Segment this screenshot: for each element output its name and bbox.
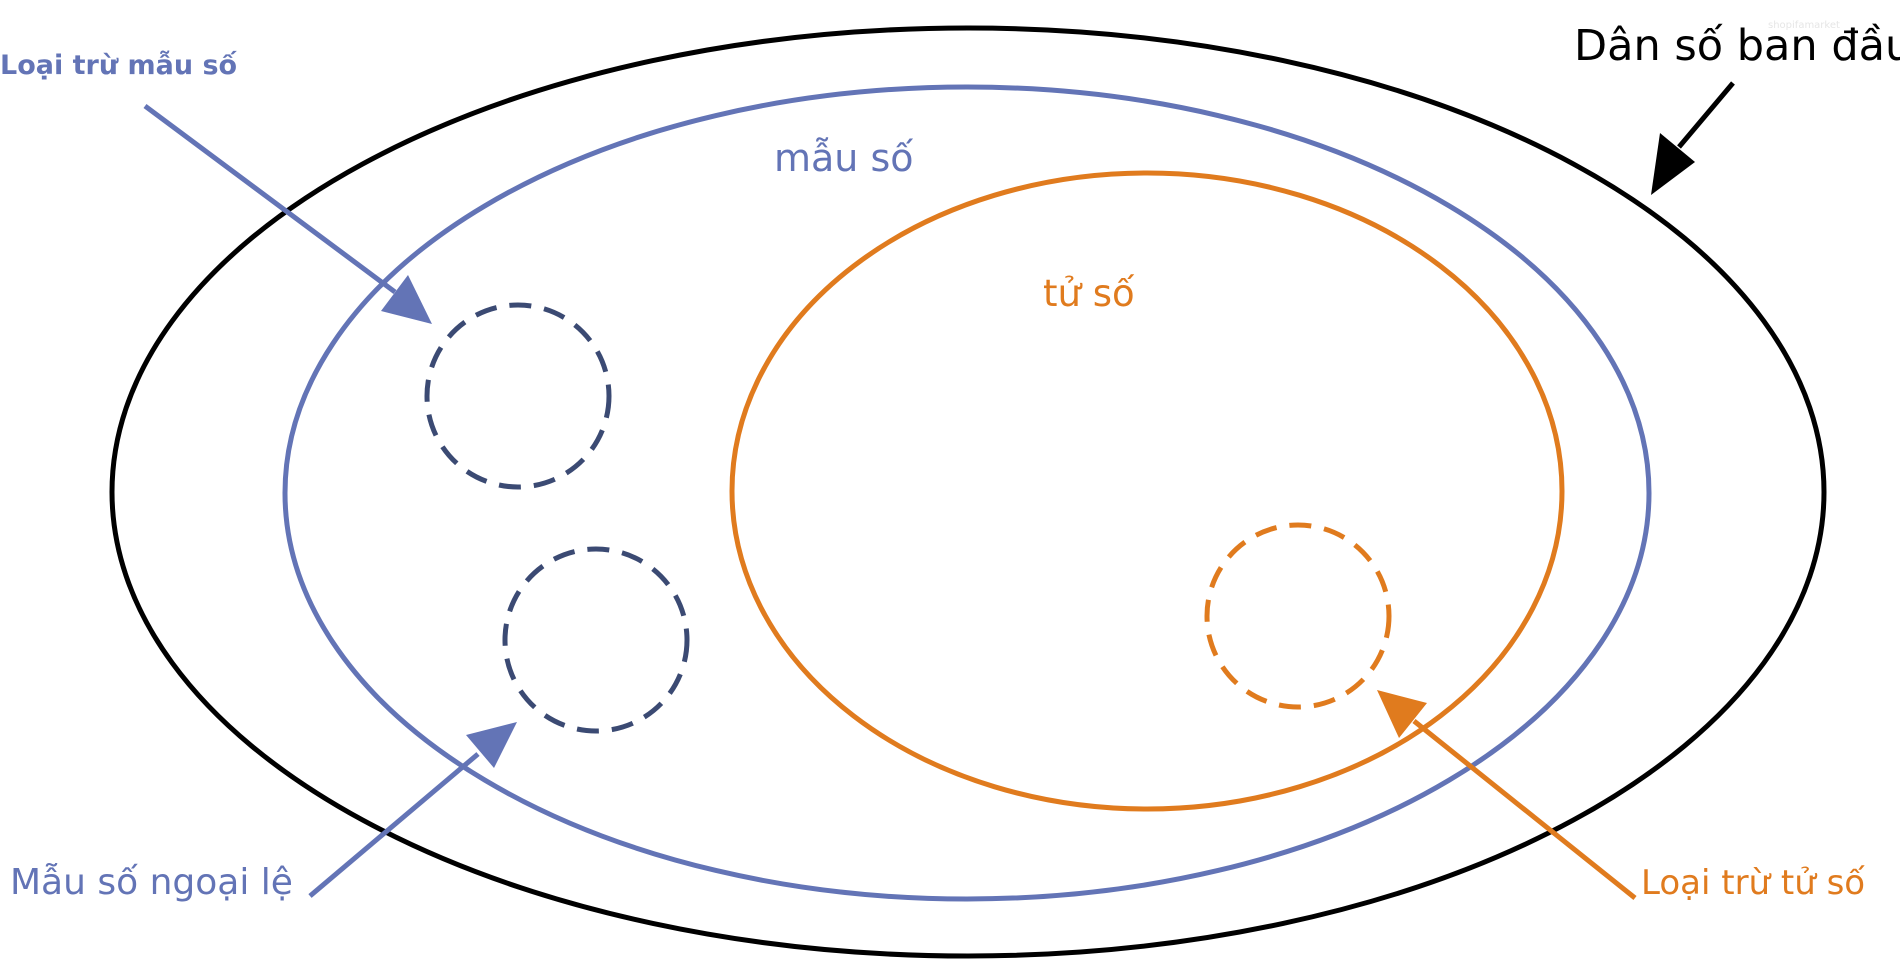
numerator-ellipse	[729, 170, 1565, 812]
denominator-ellipse	[282, 84, 1652, 902]
denominator-exceptions-circle	[502, 546, 690, 734]
numerator-exclusions-label: Loại trừ tử số	[1641, 863, 1865, 903]
denominator-label: mẫu số	[774, 136, 914, 180]
original-population-label: Dân số ban đầu	[1574, 21, 1900, 71]
numerator-label: tử số	[1043, 272, 1135, 315]
denominator-exclusions-arrow	[143, 103, 432, 324]
numerator-exclusions-circle	[1204, 522, 1392, 710]
original-population-ellipse	[109, 25, 1827, 959]
denominator-exceptions-label: Mẫu số ngoại lệ	[10, 862, 293, 903]
denominator-exclusions-circle	[424, 302, 612, 490]
population-arrow	[1651, 81, 1735, 195]
denominator-exceptions-arrow	[308, 722, 517, 898]
numerator-exclusions-arrow	[1377, 690, 1637, 900]
denominator-exclusions-label: Loại trừ mẫu số	[0, 50, 238, 81]
watermark-text: shopifamarket	[1768, 20, 1840, 31]
